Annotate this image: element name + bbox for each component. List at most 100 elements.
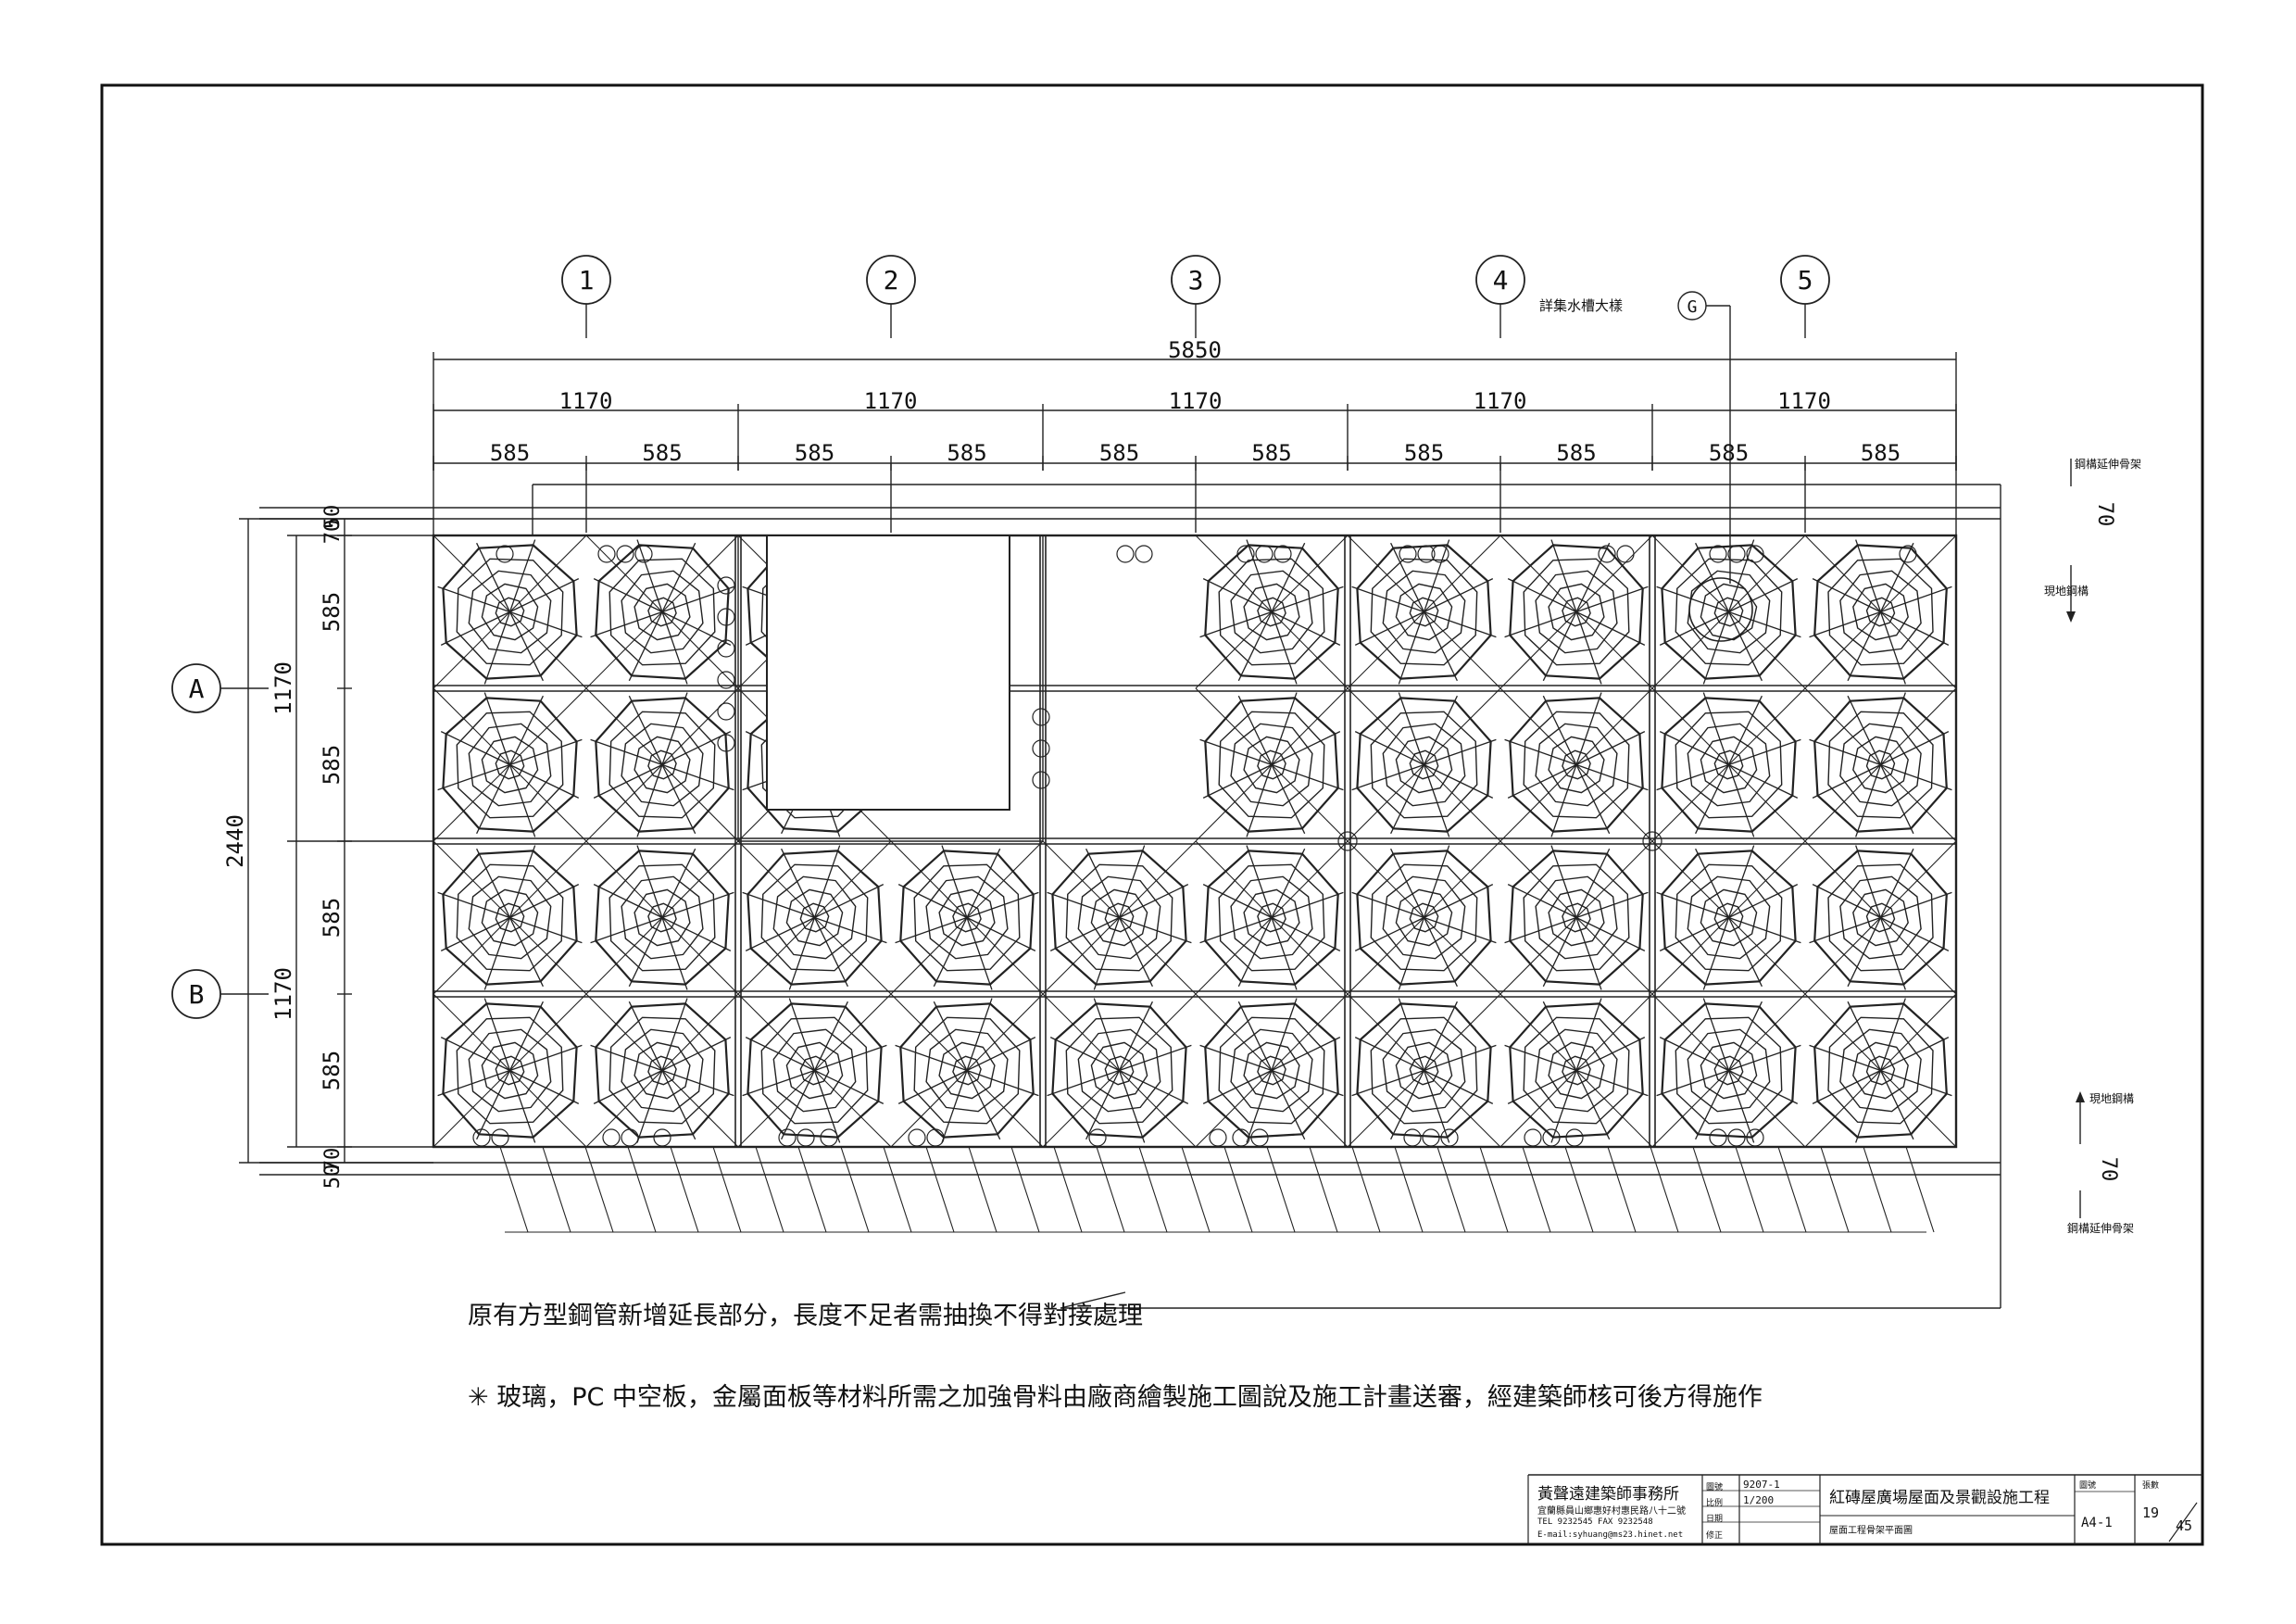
web-rib xyxy=(483,998,511,1071)
gutter-callout-mark: G xyxy=(1687,297,1698,317)
cell-diagonal xyxy=(1347,993,1501,1148)
web-rib xyxy=(1880,763,1952,791)
cell-diagonal xyxy=(1042,993,1197,1148)
web-rib xyxy=(1575,891,1649,919)
web-ring xyxy=(1865,749,1896,780)
web-rib xyxy=(661,1069,734,1097)
web-ring xyxy=(1827,863,1934,972)
web-rib xyxy=(1879,764,1914,835)
web-rib xyxy=(1880,611,1950,646)
web-rib xyxy=(1880,891,1952,919)
web-rib xyxy=(1550,764,1577,837)
page-current: 19 xyxy=(2142,1504,2160,1521)
sheet-label: 圖號 xyxy=(2079,1481,2097,1491)
web-rib xyxy=(1504,738,1577,766)
web-rib xyxy=(1879,1070,1914,1140)
web-rib xyxy=(1728,611,1801,638)
framing-tail xyxy=(1223,1146,1253,1233)
web-ring xyxy=(952,1055,982,1086)
web-rib xyxy=(814,916,887,944)
web-rib xyxy=(661,848,696,918)
gutter-drain xyxy=(1899,545,1917,563)
gutter-drain xyxy=(926,1128,945,1147)
web-rib xyxy=(1575,917,1602,990)
gutter-drain xyxy=(1236,545,1255,563)
framing-tail xyxy=(1863,1146,1892,1233)
web-rib xyxy=(661,763,734,791)
web-rib xyxy=(1728,1069,1799,1104)
dim-bay-width: 1170 xyxy=(1474,388,1527,414)
web-ring xyxy=(925,875,1009,960)
framing-tail xyxy=(1394,1146,1424,1233)
web-rib xyxy=(1118,1070,1146,1143)
cell-diagonal xyxy=(1347,840,1501,995)
web-ring xyxy=(1257,1055,1286,1086)
web-rib xyxy=(1351,891,1424,919)
gutter-drain xyxy=(1524,1128,1542,1147)
framing-tail xyxy=(1309,1146,1338,1233)
web-rib xyxy=(483,611,511,685)
cell-diagonal xyxy=(1347,687,1501,842)
web-rib xyxy=(1118,1001,1153,1071)
gutter-drain xyxy=(1273,545,1292,563)
web-rib xyxy=(966,917,993,990)
gutter-drain xyxy=(717,734,735,752)
web-ring xyxy=(621,875,704,960)
web-rib xyxy=(483,917,511,990)
web-rib xyxy=(1880,1069,1952,1097)
web-rib xyxy=(593,884,663,919)
web-rib xyxy=(966,891,1039,919)
web-rib xyxy=(1423,695,1458,765)
web-rib xyxy=(661,1070,696,1140)
web-rib xyxy=(1424,763,1494,799)
dim-half-depth: 585 xyxy=(319,745,345,785)
gutter-drain xyxy=(820,1128,838,1147)
web-rib xyxy=(1812,578,1881,613)
web-rib xyxy=(1575,916,1646,951)
gutter-drain xyxy=(1088,1128,1107,1147)
web-rib xyxy=(508,917,544,988)
web-rib xyxy=(1047,891,1120,919)
web-rib xyxy=(509,763,580,799)
cell-diagonal xyxy=(1195,993,1349,1148)
gutter-drain xyxy=(1746,545,1764,563)
web-rib xyxy=(1271,1069,1344,1097)
web-ring xyxy=(1713,1055,1744,1086)
web-rib xyxy=(1656,763,1729,791)
center-node xyxy=(1337,831,1358,851)
framing-tail xyxy=(1351,1146,1381,1233)
framing-tail xyxy=(1437,1146,1466,1233)
web-rib xyxy=(1351,763,1424,791)
web-rib xyxy=(590,916,663,944)
web-ring xyxy=(1409,597,1439,627)
web-rib xyxy=(1659,916,1729,951)
web-rib xyxy=(1049,916,1120,951)
web-rib xyxy=(1085,1070,1121,1140)
cell-diagonal xyxy=(1804,687,1957,842)
web-ring xyxy=(1523,1016,1630,1125)
web-ring xyxy=(1713,749,1744,780)
framing-tail xyxy=(1692,1146,1722,1233)
web-rib xyxy=(1118,845,1146,918)
web-ring xyxy=(1839,875,1922,960)
web-rib xyxy=(742,1069,815,1097)
cell-diagonal xyxy=(1195,840,1349,995)
web-rib xyxy=(508,1001,544,1071)
web-ring xyxy=(456,711,564,819)
web-rib xyxy=(813,1001,848,1071)
label-existing-top: 現地鋼構 xyxy=(2044,585,2089,598)
gutter-drain xyxy=(1440,1128,1459,1147)
cell-diagonal xyxy=(585,535,739,689)
web-rib xyxy=(661,542,696,612)
web-ring xyxy=(1675,558,1783,666)
web-rib xyxy=(590,611,663,638)
drawing-scale: 1/200 xyxy=(1743,1494,1775,1506)
web-rib xyxy=(1390,764,1425,835)
web-rib xyxy=(437,1069,510,1097)
materials-note: ✳ 玻璃，PC 中空板，金屬面板等材料所需之加強骨料由廠商繪製施工圖說及施工計畫… xyxy=(468,1383,1763,1412)
grid-label-row: A xyxy=(189,674,205,704)
web-rib xyxy=(1271,916,1341,951)
web-rib xyxy=(1855,539,1882,612)
web-rib xyxy=(1093,917,1121,990)
cell-diagonal xyxy=(1347,535,1501,689)
